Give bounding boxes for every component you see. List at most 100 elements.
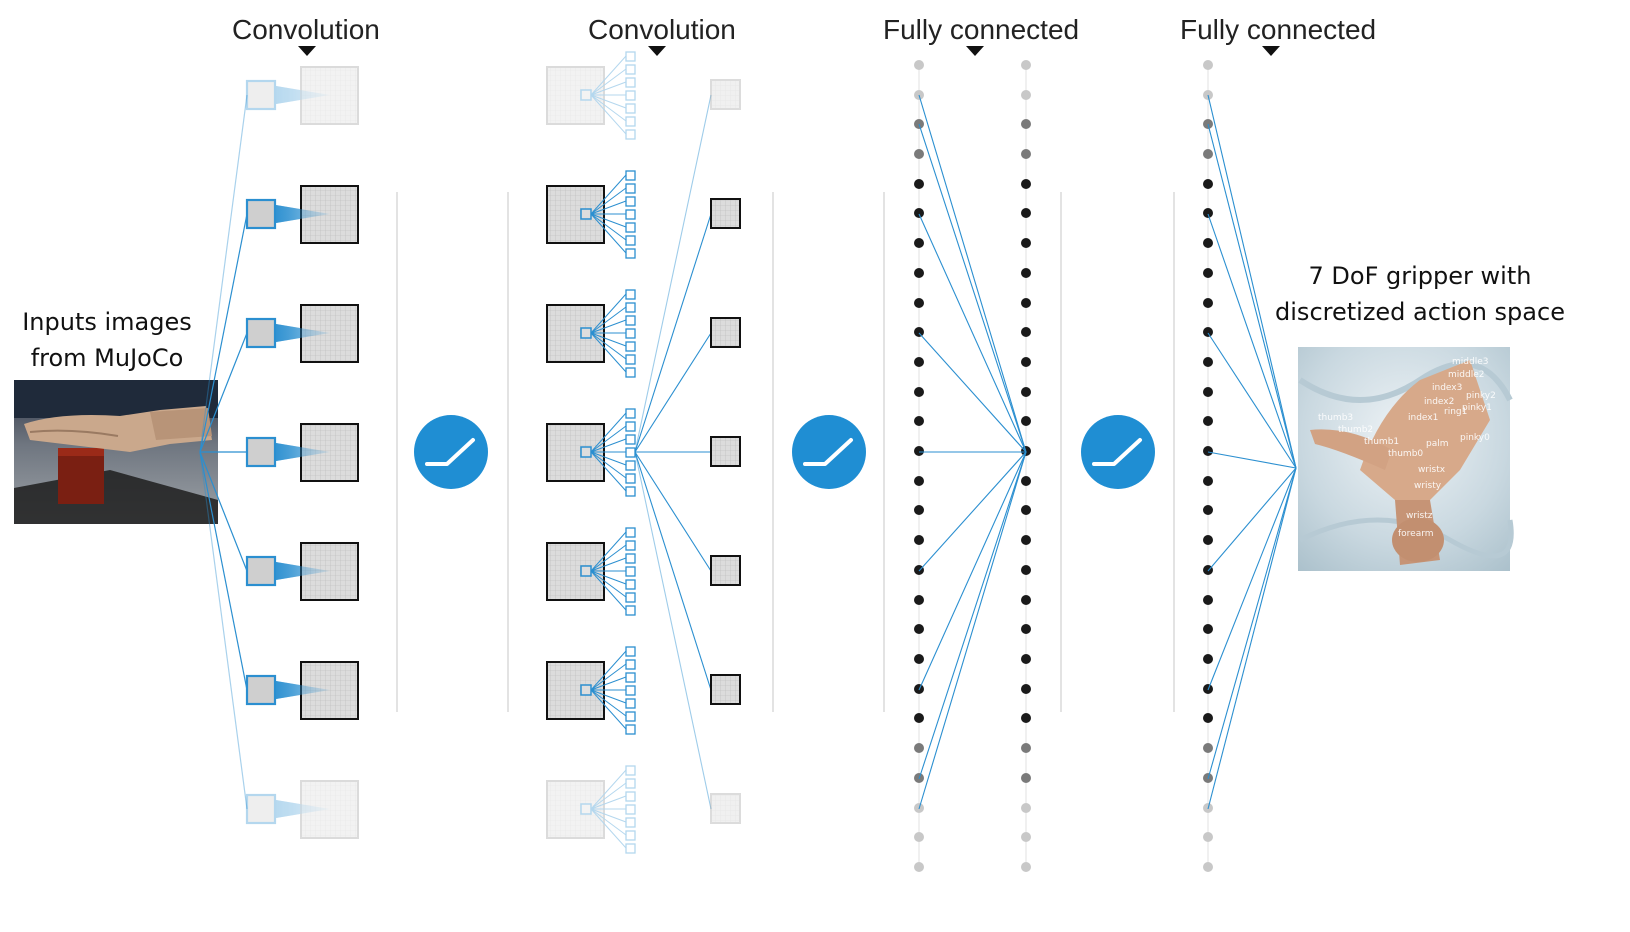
fc-neuron <box>914 535 924 545</box>
fc-neuron <box>1021 416 1031 426</box>
layer-header-conv2: Convolution <box>588 14 736 45</box>
fc-neuron <box>1203 238 1213 248</box>
fc-neuron <box>1021 60 1031 70</box>
pooling-connection <box>634 332 712 453</box>
fc-neuron <box>914 832 924 842</box>
fc-neuron <box>1203 357 1213 367</box>
kernel-connection <box>590 451 627 466</box>
kernel-connection <box>590 213 627 228</box>
hand-joint-label: thumb3 <box>1318 413 1353 423</box>
conv-kernel <box>580 89 592 101</box>
filter-channel <box>625 566 636 577</box>
kernel-connection <box>590 332 627 347</box>
conv-filter <box>245 674 277 706</box>
kernel-connection <box>590 187 627 215</box>
filter-channel <box>625 302 636 313</box>
filter-channel <box>625 672 636 683</box>
output-connection <box>1207 467 1297 691</box>
filter-channel <box>625 473 636 484</box>
fc-connection <box>918 94 1027 453</box>
hand-joint-label: palm <box>1426 439 1449 449</box>
fc-connection <box>918 451 1027 572</box>
pooling-connection <box>634 451 712 572</box>
kernel-connection <box>590 412 627 453</box>
filter-channel <box>625 553 636 564</box>
layer-header-fc2: Fully connected <box>1180 14 1377 45</box>
filter-channel <box>625 116 636 127</box>
fc-neuron <box>1021 90 1031 100</box>
filter-channel <box>625 248 636 259</box>
fc-neuron <box>1021 832 1031 842</box>
kernel-connection <box>590 68 627 96</box>
kernel-connection <box>590 570 627 585</box>
fc-neuron <box>1021 476 1031 486</box>
input-caption: Inputs images from MuJoCo <box>0 304 214 376</box>
kernel-connection <box>590 425 627 453</box>
fc-neuron <box>1203 387 1213 397</box>
fc-neuron <box>1021 624 1031 634</box>
fc-neuron <box>1021 298 1031 308</box>
fc-neuron <box>1021 268 1031 278</box>
kernel-connection <box>590 769 627 810</box>
conv2-unit <box>546 408 636 497</box>
fc-neuron <box>914 476 924 486</box>
filter-channel <box>625 724 636 735</box>
hand-joint-label: index1 <box>1408 413 1438 423</box>
hand-joint-label: pinky2 <box>1466 391 1496 401</box>
output-caption-line2: discretized action space <box>1275 298 1565 326</box>
conv1-unit <box>245 66 359 125</box>
receptive-field-cone <box>270 204 330 224</box>
filter-channel <box>625 592 636 603</box>
fc-neuron <box>914 713 924 723</box>
conv-kernel <box>580 803 592 815</box>
conv-filter <box>245 198 277 230</box>
relu-circle <box>1081 415 1155 489</box>
conv2-unit <box>546 527 636 616</box>
filter-channel <box>625 447 636 458</box>
kernel-connection <box>590 319 627 334</box>
hand-joint-label: index3 <box>1432 383 1462 393</box>
kernel-connection <box>590 676 627 691</box>
output-connection <box>1207 332 1297 469</box>
receptive-field-cone <box>270 85 330 105</box>
input-connection <box>199 451 248 572</box>
fc-neuron <box>1203 595 1213 605</box>
layer-pointer-arrow <box>1262 46 1280 56</box>
fc-connection <box>918 451 1027 780</box>
kernel-connection <box>590 81 627 96</box>
hand-joint-labels: middle3middle2index3pinky2pinky1index2in… <box>1318 357 1496 539</box>
conv-kernel <box>580 327 592 339</box>
relu-curve <box>1092 438 1142 466</box>
kernel-connection <box>590 570 627 611</box>
fc-neuron <box>1203 268 1213 278</box>
conv2-unit <box>546 646 636 735</box>
input-image <box>14 380 218 524</box>
conv-filter <box>245 317 277 349</box>
filter-channel <box>625 659 636 670</box>
output-connection <box>1207 467 1297 780</box>
fc-neuron <box>1203 743 1213 753</box>
conv-output-unit <box>710 198 741 229</box>
filter-channel <box>625 527 636 538</box>
filter-channel <box>625 408 636 419</box>
filter-channel <box>625 367 636 378</box>
filter-channel <box>625 235 636 246</box>
relu-circle <box>414 415 488 489</box>
hand-joint-label: forearm <box>1398 529 1434 539</box>
layer-header-conv1: Convolution <box>232 14 380 45</box>
pooling-connection <box>634 451 712 810</box>
fc-neuron <box>1203 446 1213 456</box>
fc-neuron <box>1021 387 1031 397</box>
conv-filter <box>245 79 277 111</box>
fc-neuron <box>1021 357 1031 367</box>
fc-neuron <box>914 595 924 605</box>
fc-connection <box>918 123 1027 453</box>
fc-neuron <box>1021 179 1031 189</box>
hand-joint-label: pinky1 <box>1462 403 1492 413</box>
hand-joint-label: wristz <box>1406 511 1433 521</box>
kernel-connection <box>590 306 627 334</box>
filter-channel <box>625 486 636 497</box>
conv2-unit <box>546 170 636 259</box>
fc-neuron <box>1021 684 1031 694</box>
